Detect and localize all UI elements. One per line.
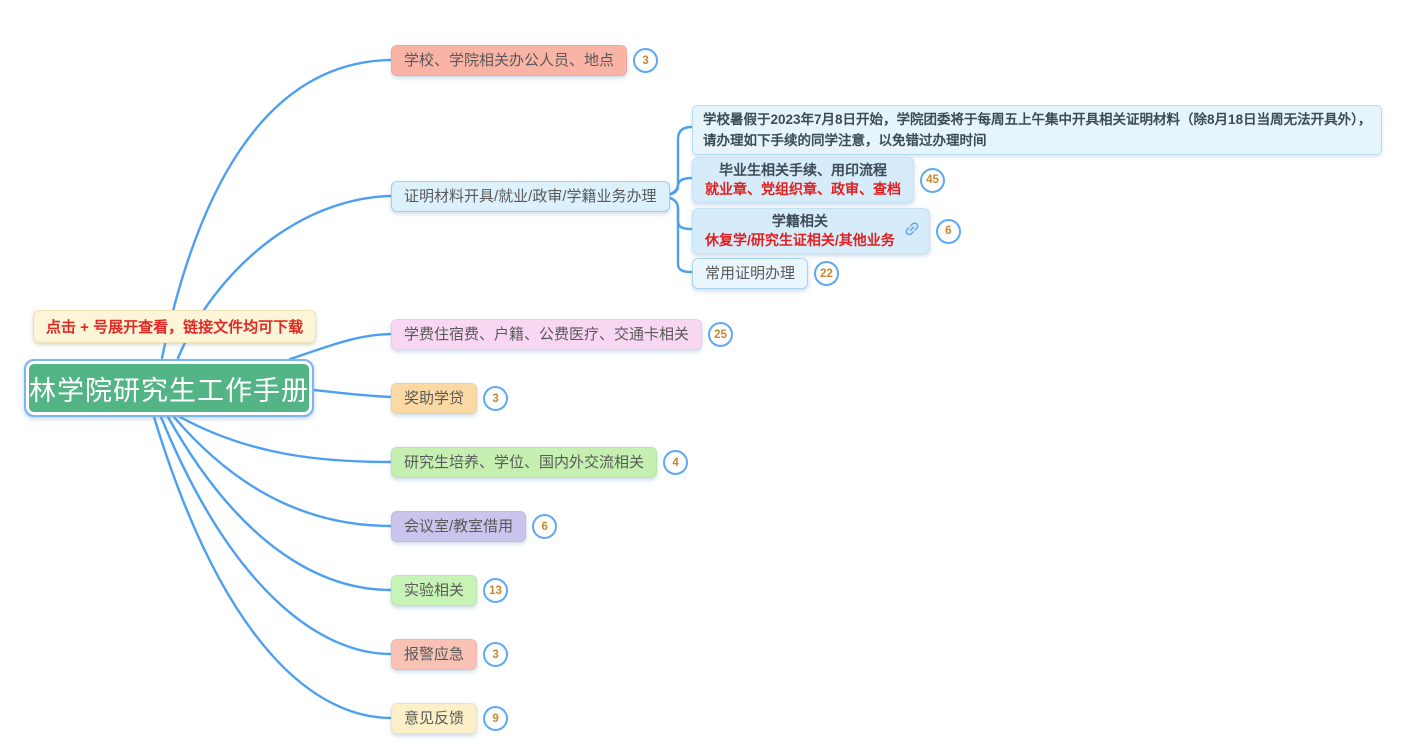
link-icon[interactable] — [903, 220, 921, 238]
root-node-label: 林学院研究生工作手册 — [29, 375, 309, 406]
root-node[interactable]: 林学院研究生工作手册 — [24, 359, 314, 417]
expand-badge-room-booking[interactable]: 6 — [532, 514, 558, 539]
expand-badge-training[interactable]: 4 — [663, 450, 689, 475]
expand-badge-scholarships[interactable]: 3 — [483, 386, 509, 411]
branch-node-feedback[interactable]: 意见反馈 — [391, 703, 478, 734]
hint-note: 点击 + 号展开查看，链接文件均可下载 — [33, 310, 317, 343]
student-status-subtitle: 休复学/研究生证相关/其他业务 — [705, 232, 895, 248]
branch-node-experiments[interactable]: 实验相关 — [391, 575, 478, 606]
expand-badge-emergency[interactable]: 3 — [483, 642, 509, 667]
branch-node-certificates[interactable]: 证明材料开具/就业/政审/学籍业务办理 — [391, 181, 670, 212]
branch-node-emergency[interactable]: 报警应急 — [391, 639, 478, 670]
branch-node-graduate-procedures[interactable]: 毕业生相关手续、用印流程 就业章、党组织章、政审、查档 — [692, 157, 914, 203]
expand-badge-experiments[interactable]: 13 — [483, 578, 509, 603]
branch-node-room-booking[interactable]: 会议室/教室借用 — [391, 511, 527, 542]
graduate-procedures-subtitle: 就业章、党组织章、政审、查档 — [705, 181, 901, 197]
branch-node-common-certificates[interactable]: 常用证明办理 — [692, 258, 809, 289]
expand-badge-common-certificates[interactable]: 22 — [814, 261, 840, 286]
student-status-title: 学籍相关 — [771, 213, 828, 229]
branch-node-training-degree[interactable]: 研究生培养、学位、国内外交流相关 — [391, 447, 658, 478]
expand-badge-student-status[interactable]: 6 — [935, 218, 961, 244]
graduate-procedures-title: 毕业生相关手续、用印流程 — [719, 162, 887, 178]
notice-line-2: 请办理如下手续的同学注意，以免错过办理时间 — [703, 133, 987, 148]
branch-node-scholarships[interactable]: 奖助学贷 — [391, 383, 478, 414]
expand-badge-tuition[interactable]: 25 — [708, 322, 734, 347]
branch-node-tuition-residence[interactable]: 学费住宿费、户籍、公费医疗、交通卡相关 — [391, 319, 703, 350]
branch-node-offices[interactable]: 学校、学院相关办公人员、地点 — [391, 45, 628, 76]
expand-badge-offices[interactable]: 3 — [633, 48, 659, 73]
branch-node-student-status[interactable]: 学籍相关 休复学/研究生证相关/其他业务 — [692, 208, 930, 254]
expand-badge-graduate[interactable]: 45 — [920, 167, 945, 193]
notice-line-1: 学校暑假于2023年7月8日开始，学院团委将于每周五上午集中开具相关证明材料（除… — [703, 112, 1372, 127]
expand-badge-feedback[interactable]: 9 — [483, 706, 509, 731]
notice-node-summer-schedule[interactable]: 学校暑假于2023年7月8日开始，学院团委将于每周五上午集中开具相关证明材料（除… — [692, 105, 1383, 155]
